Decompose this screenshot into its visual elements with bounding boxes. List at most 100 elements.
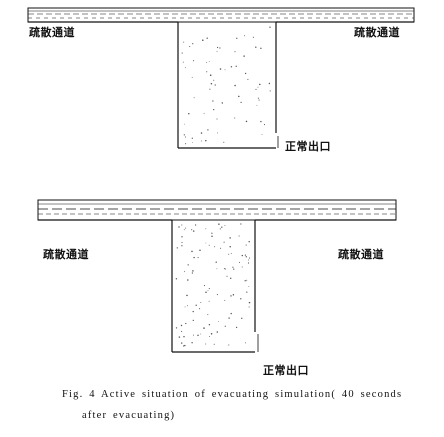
particle-dot xyxy=(186,294,188,297)
particle-dot xyxy=(191,229,193,231)
particle-dot xyxy=(203,285,206,287)
particle-dot xyxy=(175,278,178,280)
particle-dot xyxy=(200,132,203,134)
particle-dot xyxy=(234,51,236,53)
particle-dot xyxy=(208,288,210,290)
particle-dot xyxy=(221,102,223,104)
particle-dot xyxy=(200,140,202,142)
particle-dot xyxy=(223,241,225,243)
particle-dot xyxy=(195,304,197,307)
particle-dot xyxy=(215,261,217,263)
particle-dot xyxy=(203,112,205,114)
particle-dot xyxy=(208,300,210,302)
particle-dot xyxy=(244,72,247,75)
particle-dot xyxy=(245,120,248,123)
particle-dot xyxy=(236,37,238,39)
particle-dot xyxy=(216,50,218,52)
particle-dot xyxy=(184,306,186,308)
particle-dot xyxy=(192,310,194,313)
particle-dot xyxy=(208,244,210,246)
particle-dot xyxy=(217,46,219,49)
particle-dot xyxy=(188,112,190,115)
particle-dot xyxy=(210,83,213,85)
particle-dot xyxy=(180,324,183,327)
particle-dot xyxy=(219,228,221,230)
particle-dot xyxy=(191,250,193,253)
particle-dot xyxy=(229,245,231,248)
particle-dot xyxy=(219,47,221,49)
particle-dot xyxy=(183,134,185,136)
figure-3-exit-label: 正常出口 xyxy=(285,140,331,153)
particle-dot xyxy=(209,88,211,90)
particle-dot xyxy=(255,46,257,48)
figure-4-corridor xyxy=(37,199,397,221)
particle-dot xyxy=(192,142,194,143)
particle-dot xyxy=(221,226,223,228)
particle-dot xyxy=(205,228,207,230)
particle-dot xyxy=(219,68,222,70)
particle-dot xyxy=(234,117,236,119)
figure-4-particles xyxy=(175,223,251,347)
particle-dot xyxy=(210,333,213,335)
particle-dot xyxy=(247,259,249,261)
particle-dot xyxy=(228,317,230,319)
particle-dot xyxy=(194,224,197,226)
particle-dot xyxy=(192,230,195,232)
particle-dot xyxy=(258,99,260,101)
particle-dot xyxy=(197,257,199,259)
particle-dot xyxy=(228,253,230,255)
particle-dot xyxy=(192,319,194,322)
particle-dot xyxy=(243,55,245,57)
particle-dot xyxy=(176,247,178,249)
particle-dot xyxy=(240,223,242,225)
particle-dot xyxy=(185,143,187,145)
particle-dot xyxy=(226,275,228,277)
particle-dot xyxy=(257,97,259,99)
particle-dot xyxy=(220,247,222,249)
particle-dot xyxy=(206,71,208,73)
particle-dot xyxy=(269,26,271,28)
particle-dot xyxy=(207,290,209,292)
particle-dot xyxy=(248,286,250,287)
particle-dot xyxy=(216,294,218,296)
particle-dot xyxy=(216,331,219,333)
particle-dot xyxy=(175,327,178,329)
particle-dot xyxy=(230,295,232,297)
particle-dot xyxy=(245,244,247,246)
particle-dot xyxy=(182,61,184,63)
particle-dot xyxy=(245,256,247,258)
particle-dot xyxy=(257,86,259,88)
particle-dot xyxy=(224,299,226,301)
particle-dot xyxy=(197,334,199,337)
particle-dot xyxy=(184,344,186,347)
particle-dot xyxy=(213,343,215,345)
particle-dot xyxy=(256,104,258,106)
particle-dot xyxy=(199,308,201,310)
particle-dot xyxy=(207,129,209,131)
particle-dot xyxy=(224,325,226,327)
particle-dot xyxy=(185,322,187,325)
particle-dot xyxy=(232,266,234,268)
particle-dot xyxy=(268,82,271,85)
particle-dot xyxy=(202,39,204,41)
particle-dot xyxy=(247,78,249,80)
figure-3-corridor xyxy=(27,7,415,23)
particle-dot xyxy=(248,301,251,304)
particle-dot xyxy=(213,108,215,111)
particle-dot xyxy=(218,223,220,225)
particle-dot xyxy=(248,257,251,259)
particle-dot xyxy=(235,65,237,67)
particle-dot xyxy=(224,225,226,227)
particle-dot xyxy=(187,279,189,281)
particle-dot xyxy=(187,264,189,266)
particle-dot xyxy=(206,61,208,63)
particle-dot xyxy=(230,66,233,68)
particle-dot xyxy=(255,88,257,90)
particle-dot xyxy=(217,132,218,134)
figure-3-room xyxy=(177,22,279,149)
particle-dot xyxy=(183,335,185,338)
figure-3-right-corridor-label: 疏散通道 xyxy=(354,26,400,39)
particle-dot xyxy=(214,246,216,248)
particle-dot xyxy=(203,327,205,329)
particle-dot xyxy=(205,242,207,244)
